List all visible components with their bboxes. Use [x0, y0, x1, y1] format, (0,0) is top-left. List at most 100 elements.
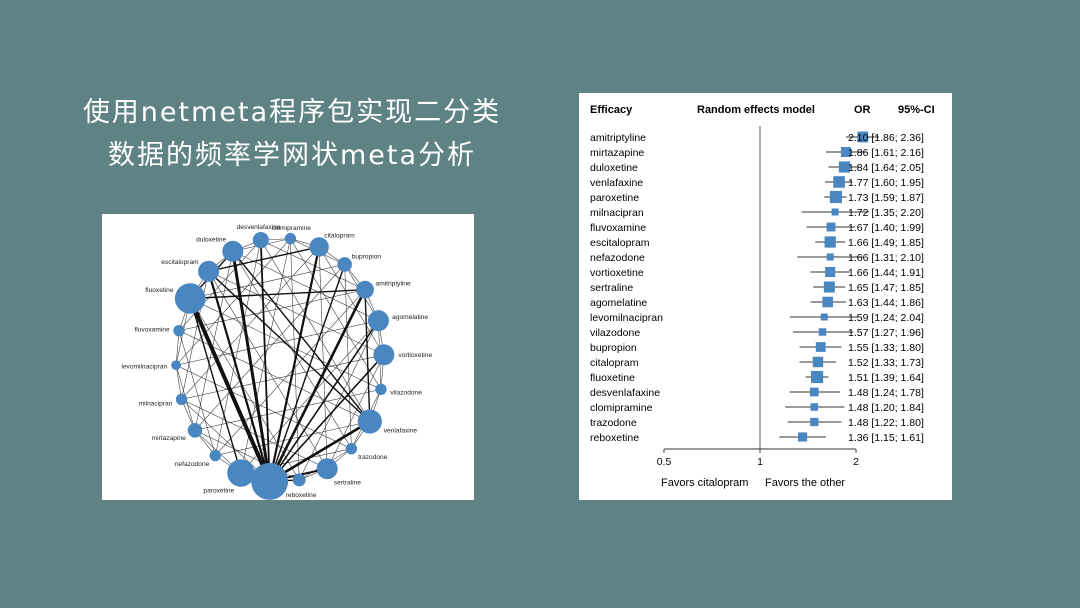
- network-edge-major: [269, 354, 385, 482]
- network-node: [251, 462, 289, 500]
- network-node: [252, 231, 269, 249]
- network-edge: [260, 239, 366, 290]
- forest-drug-label: desvenlafaxine: [590, 387, 660, 399]
- forest-box: [812, 356, 824, 368]
- forest-box: [831, 208, 839, 216]
- forest-or-value: 1.55 [1.33; 1.80]: [848, 342, 924, 354]
- network-edge: [175, 365, 182, 400]
- forest-drug-label: clomipramine: [590, 402, 653, 414]
- forest-or-value: 1.66 [1.44; 1.91]: [848, 267, 924, 279]
- network-node-label: sertraline: [334, 480, 361, 487]
- forest-drug-label: amitriptyline: [590, 132, 646, 144]
- forest-or-value: 1.73 [1.59; 1.87]: [848, 192, 924, 204]
- network-node: [175, 393, 188, 406]
- network-nodes: [171, 231, 395, 500]
- forest-box: [823, 281, 835, 293]
- network-edge: [175, 364, 352, 449]
- forest-tick-label: 1: [757, 456, 763, 468]
- forest-drug-label: venlafaxine: [590, 177, 643, 189]
- forest-box: [809, 387, 819, 397]
- network-node: [316, 458, 338, 480]
- network-node: [173, 324, 185, 337]
- forest-or-value: 1.36 [1.15; 1.61]: [848, 432, 924, 444]
- forest-or-value: 1.48 [1.24; 1.78]: [848, 387, 924, 399]
- network-node: [337, 257, 352, 272]
- network-node-label: amitriptyline: [376, 280, 412, 287]
- forest-box: [840, 147, 851, 157]
- network-node-label: mirtazapine: [152, 435, 186, 442]
- network-node-label: bupropion: [352, 254, 382, 261]
- network-edge-major: [268, 289, 367, 482]
- forest-box: [857, 131, 869, 143]
- network-node-label: fluoxetine: [145, 287, 174, 294]
- network-edge-major: [364, 289, 371, 422]
- network-edge-major: [268, 246, 321, 482]
- network-node-label: trazodone: [358, 454, 388, 461]
- slide-title-line2: 数据的频率学网状meta分析: [107, 140, 477, 171]
- network-node-label: escitalopram: [161, 259, 199, 266]
- forest-or-value: 1.66 [1.31; 2.10]: [848, 252, 924, 264]
- forest-or-value: 1.57 [1.27; 1.96]: [848, 327, 924, 339]
- favors-left-label: Favors citalopram: [661, 477, 748, 489]
- forest-header-efficacy: Efficacy: [590, 104, 633, 116]
- network-node-label: nefazodone: [175, 461, 210, 468]
- forest-tick-label: 0.5: [657, 456, 672, 468]
- forest-box: [810, 417, 819, 427]
- network-node-label: vortioxetine: [398, 352, 432, 359]
- network-edge: [208, 271, 328, 469]
- forest-drug-label: vilazodone: [590, 327, 640, 339]
- forest-drug-label: bupropion: [590, 342, 637, 354]
- forest-drug-label: citalopram: [590, 357, 639, 369]
- forest-drug-label: escitalopram: [590, 237, 650, 249]
- network-edge-major: [268, 320, 380, 482]
- forest-or-value: 2.10 [1.86; 2.36]: [848, 132, 924, 144]
- network-edge: [298, 320, 379, 481]
- forest-drug-label: trazodone: [590, 417, 637, 429]
- forest-drug-label: nefazodone: [590, 252, 645, 264]
- forest-or-value: 1.51 [1.39; 1.64]: [848, 372, 924, 384]
- network-edge-major: [208, 246, 320, 272]
- network-node-label: desvenlafaxine: [237, 224, 281, 231]
- network-edge-major: [232, 250, 371, 422]
- network-edge: [175, 330, 180, 366]
- forest-drug-label: sertraline: [590, 282, 633, 294]
- network-node: [356, 280, 374, 299]
- network-edge: [215, 289, 366, 456]
- network-edge-major: [190, 289, 366, 300]
- network-edge: [215, 421, 370, 456]
- network-edge-major: [188, 297, 272, 483]
- network-edge-major: [207, 270, 271, 482]
- network-edge: [194, 251, 234, 431]
- network-node-label: venlafaxine: [384, 428, 418, 435]
- network-edge: [181, 246, 320, 400]
- network-edge: [318, 246, 328, 469]
- network-node: [227, 459, 255, 487]
- network-node-label: fluvoxamine: [134, 326, 170, 333]
- network-node: [373, 344, 395, 366]
- forest-or-value: 1.72 [1.35; 2.20]: [848, 207, 924, 219]
- network-edge: [181, 399, 270, 482]
- forest-chart: Efficacy Random effects model OR 95%-CI …: [590, 104, 935, 489]
- forest-or-value: 1.63 [1.44; 1.86]: [848, 297, 924, 309]
- forest-box: [822, 296, 833, 308]
- forest-box: [797, 432, 808, 442]
- network-node: [222, 240, 244, 262]
- network-node: [209, 449, 222, 462]
- network-edge: [178, 239, 262, 331]
- network-node: [375, 383, 387, 396]
- network-edge: [326, 354, 385, 469]
- forest-or-value: 1.48 [1.22; 1.80]: [848, 417, 924, 429]
- network-node-label: vilazodone: [390, 390, 422, 397]
- forest-or-value: 1.77 [1.60; 1.95]: [848, 177, 924, 189]
- network-edge: [208, 271, 385, 356]
- forest-drug-label: fluvoxamine: [590, 222, 646, 234]
- forest-box: [810, 403, 819, 411]
- forest-or-value: 1.66 [1.49; 1.85]: [848, 237, 924, 249]
- forest-drug-label: mirtazapine: [590, 147, 644, 159]
- forest-box: [820, 313, 828, 321]
- forest-header-or: OR: [854, 104, 871, 116]
- network-node-label: duloxetine: [196, 236, 226, 243]
- forest-header-model: Random effects model: [697, 104, 815, 116]
- forest-or-value: 1.84 [1.64; 2.05]: [848, 162, 924, 174]
